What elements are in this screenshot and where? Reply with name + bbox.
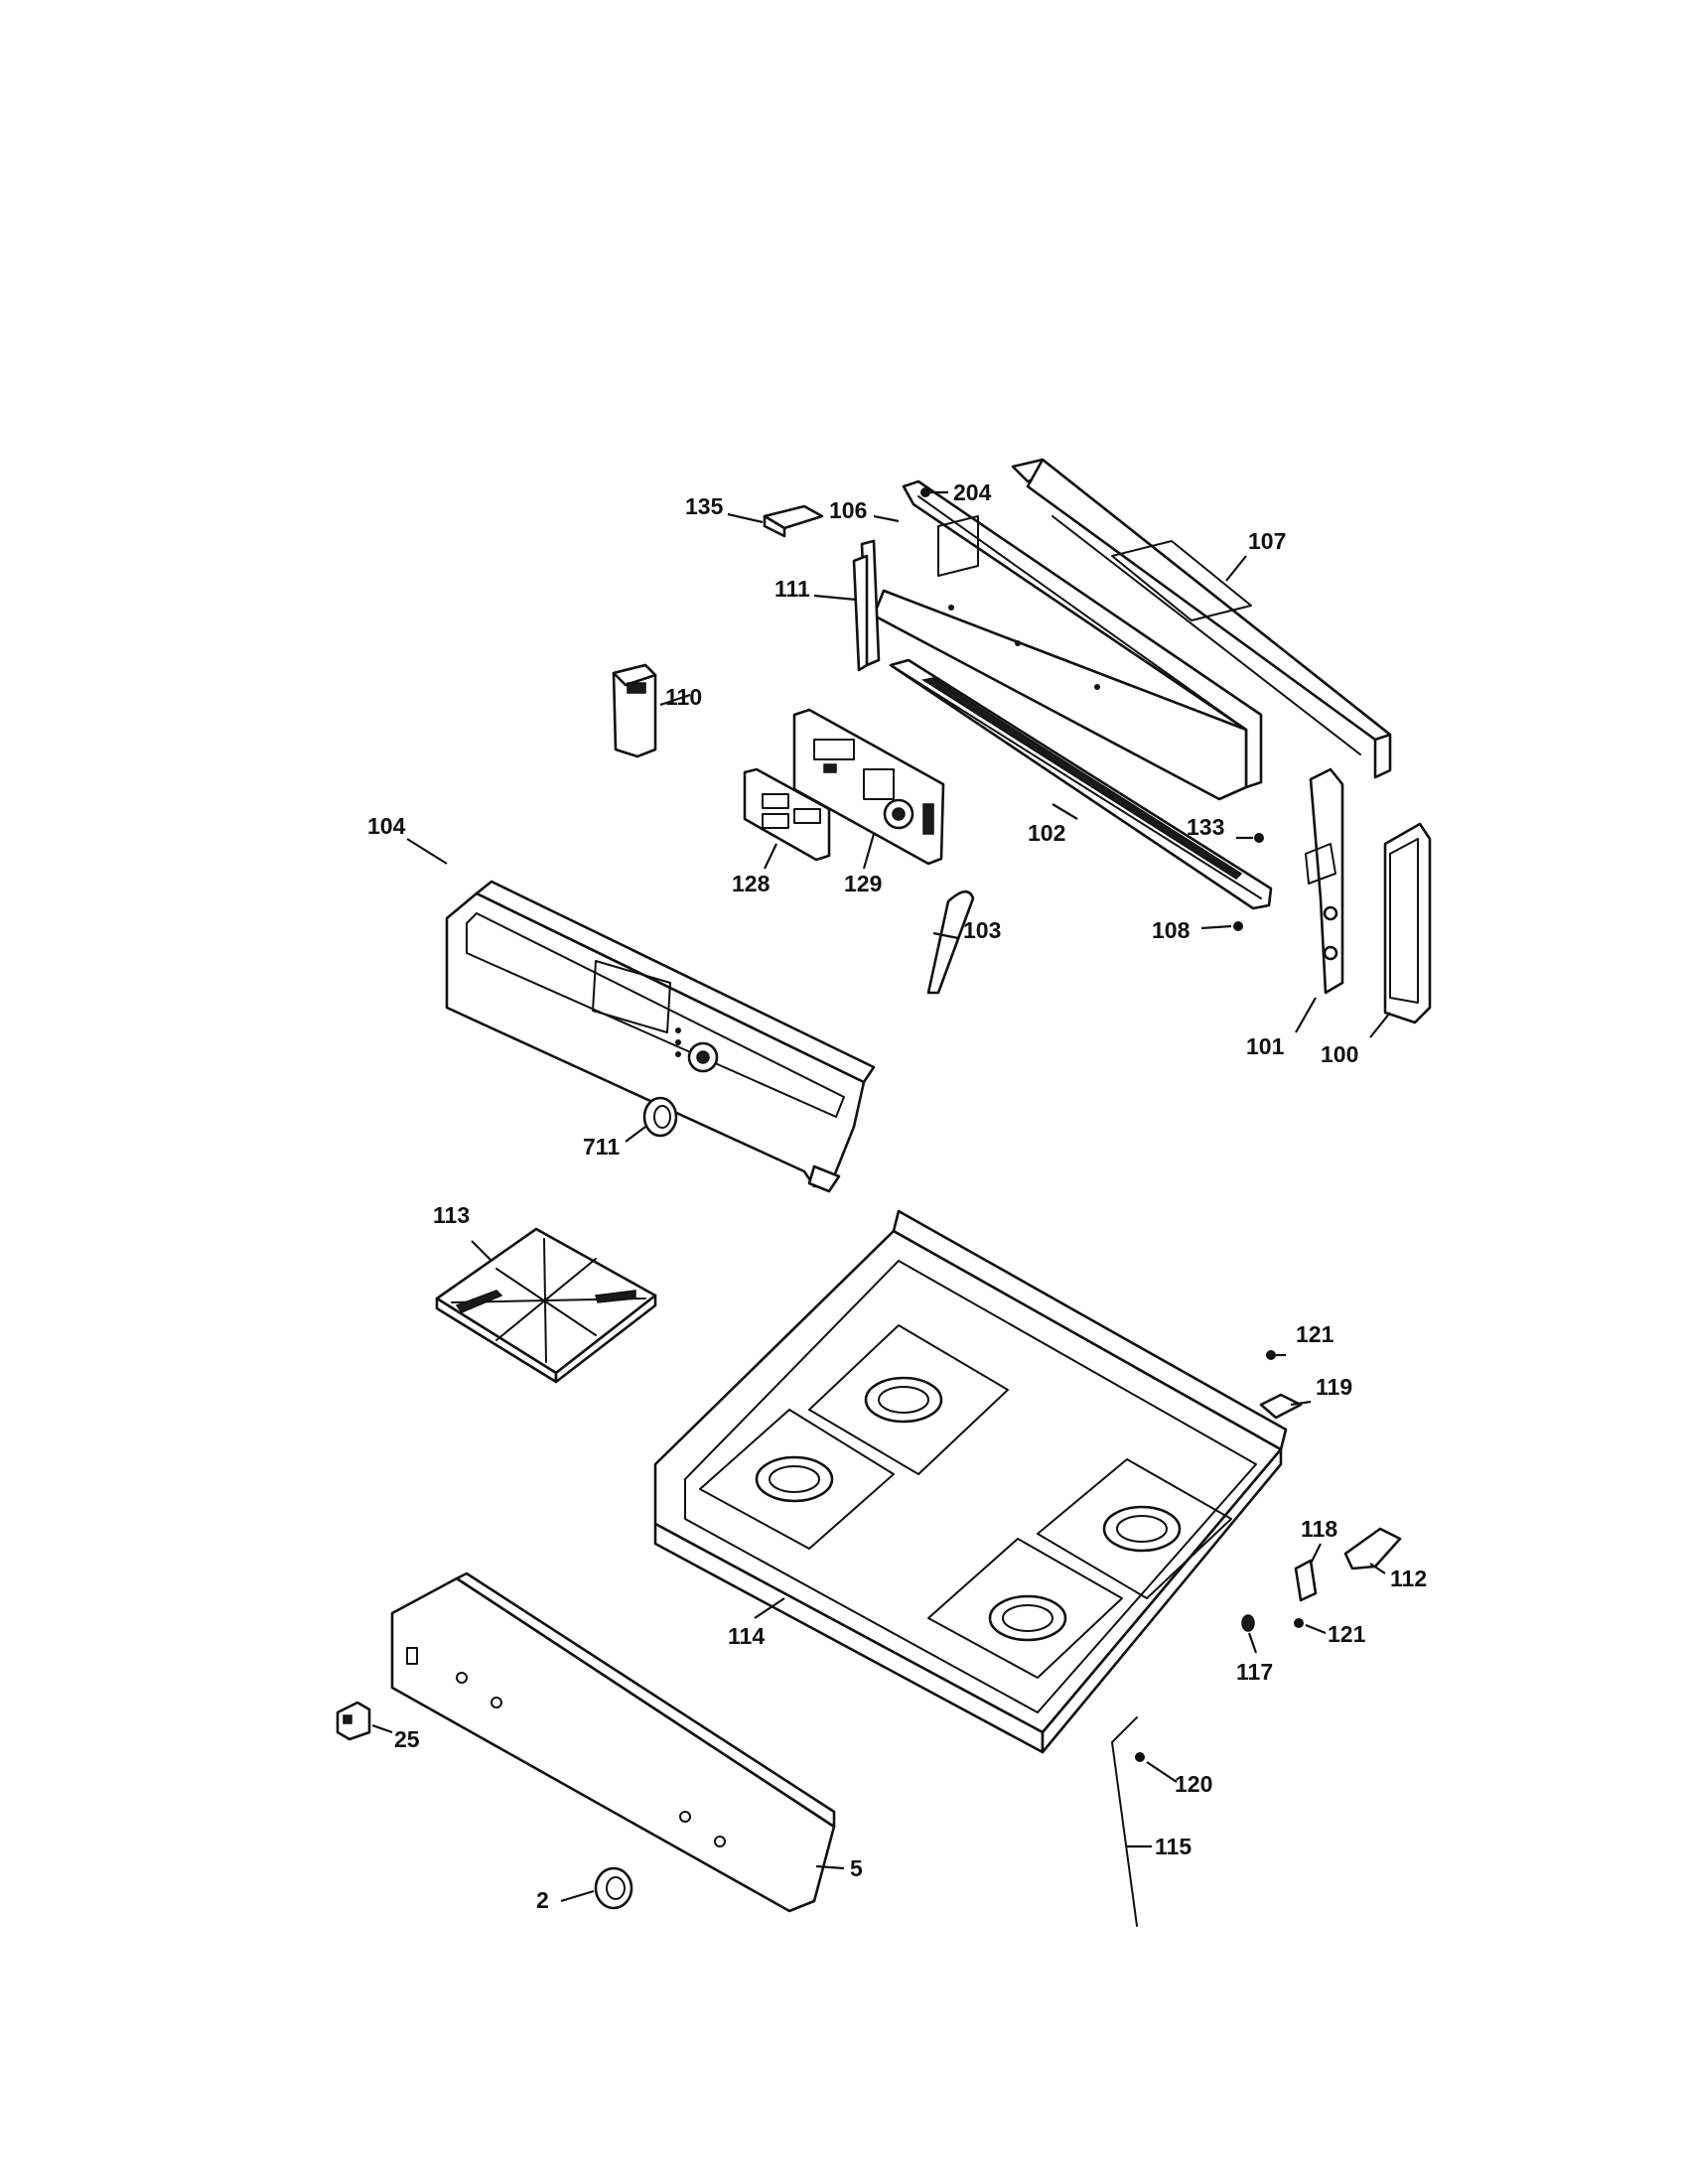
- callout-112: 112: [1390, 1566, 1427, 1591]
- part-110-switch-block: [612, 663, 657, 758]
- callout-101: 101: [1246, 1033, 1285, 1059]
- part-133-screw: [1254, 833, 1264, 843]
- callout-118: 118: [1301, 1516, 1337, 1542]
- callout-117: 117: [1236, 1659, 1273, 1685]
- part-117-grommet: [1241, 1614, 1255, 1632]
- callout-102: 102: [1028, 820, 1065, 846]
- callout-104: 104: [367, 813, 406, 839]
- callout-25: 25: [394, 1726, 420, 1752]
- part-108-screw: [1233, 921, 1243, 931]
- part-2-knob: [594, 1866, 633, 1910]
- callout-5: 5: [850, 1855, 863, 1881]
- part-121-screw-bottom: [1294, 1618, 1304, 1628]
- part-100-end-cap: [1383, 822, 1432, 1024]
- callout-114: 114: [728, 1623, 765, 1649]
- part-121-screw-top: [1266, 1350, 1276, 1360]
- part-112-end-cap: [1343, 1527, 1402, 1570]
- callout-108: 108: [1152, 917, 1191, 943]
- part-114-cooktop: [653, 1209, 1288, 1754]
- callout-115: 115: [1155, 1834, 1192, 1859]
- part-113-burner-grate: [435, 1227, 657, 1384]
- callout-133: 133: [1187, 814, 1224, 840]
- callout-711: 711: [583, 1134, 620, 1160]
- part-103-bracket: [926, 889, 975, 995]
- part-102-trim-strip: [889, 658, 1273, 910]
- callout-135: 135: [685, 493, 724, 519]
- part-104-control-panel: [445, 880, 876, 1193]
- part-25-clip: [336, 1701, 371, 1741]
- callout-labels: 204 135 106 107 111 110 104 128 129 102 …: [367, 479, 1427, 1913]
- callout-128: 128: [732, 871, 771, 896]
- part-107-backguard-top: [1011, 458, 1392, 779]
- callout-107: 107: [1248, 528, 1286, 554]
- callout-119: 119: [1316, 1374, 1352, 1400]
- callout-204: 204: [953, 479, 992, 505]
- callout-2: 2: [536, 1887, 549, 1913]
- part-106-backguard-housing: [872, 479, 1263, 801]
- callout-100: 100: [1321, 1041, 1358, 1067]
- callout-106: 106: [829, 497, 867, 523]
- callout-110: 110: [665, 684, 702, 710]
- part-120-screw: [1135, 1752, 1145, 1762]
- leader-lines: [371, 490, 1391, 1903]
- part-119-bracket: [1259, 1393, 1303, 1420]
- part-5-manifold-panel: [390, 1571, 836, 1913]
- callout-129: 129: [844, 871, 882, 896]
- part-128-keypad-overlay: [743, 767, 831, 862]
- callout-120: 120: [1175, 1771, 1212, 1797]
- callout-121-top: 121: [1296, 1321, 1334, 1347]
- part-118-bracket: [1294, 1559, 1318, 1602]
- callout-113: 113: [433, 1202, 470, 1228]
- part-111-side-bracket: [852, 539, 881, 672]
- part-101-end-bracket: [1305, 767, 1344, 995]
- part-135-clip: [763, 504, 824, 538]
- callout-111: 111: [774, 576, 810, 602]
- part-204-screw: [920, 487, 930, 497]
- part-115-rod: [1111, 1716, 1138, 1927]
- part-711-knob: [642, 1096, 678, 1138]
- callout-103: 103: [963, 917, 1001, 943]
- callout-121-bottom: 121: [1328, 1621, 1366, 1647]
